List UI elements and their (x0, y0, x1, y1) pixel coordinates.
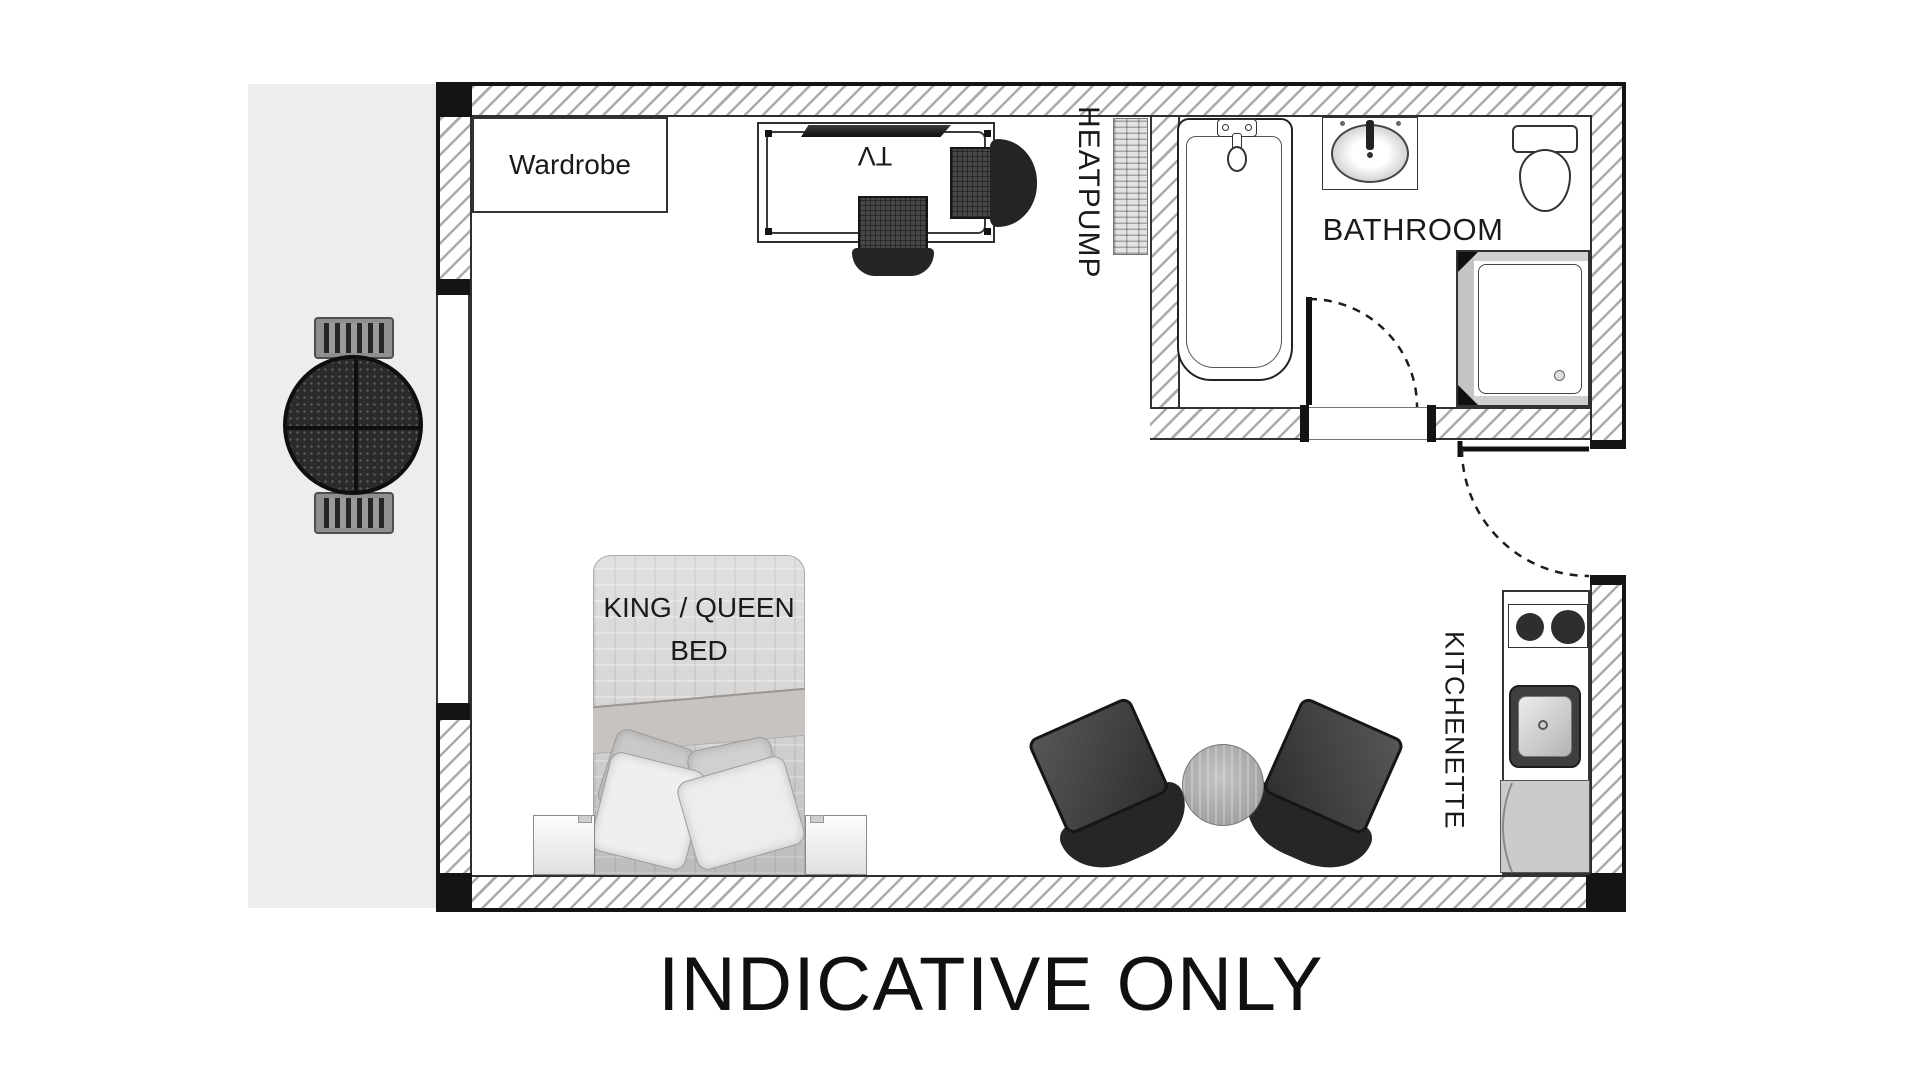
outdoor-table-crossbar-v (354, 359, 358, 491)
sink-screw (1396, 121, 1401, 126)
tv-unit-corner (765, 130, 772, 137)
shower-tray-bottom (1474, 396, 1588, 405)
wall-post-lower (436, 703, 470, 720)
bathroom-door-post-right (1427, 405, 1436, 442)
hob-burner-large (1551, 610, 1585, 644)
bathroom-label-text: BATHROOM (1322, 212, 1504, 247)
disclaimer: INDICATIVE ONLY (436, 938, 1546, 1030)
bed-label: KING / QUEEN BED (593, 586, 805, 672)
desk-chair-back (852, 248, 934, 276)
disclaimer-text: INDICATIVE ONLY (658, 941, 1324, 1027)
desk-armchair (950, 147, 995, 219)
shower (1456, 250, 1590, 407)
tv-unit-corner (984, 130, 991, 137)
corner-bottom-left (436, 873, 472, 910)
shower-tray-left (1458, 252, 1474, 405)
bed-label-line1: KING / QUEEN (603, 592, 795, 623)
bathroom-sink-faucet (1366, 120, 1374, 150)
cabinet-door-curve (1502, 782, 1513, 873)
heatpump-label-text: HEATPUMP (1072, 105, 1105, 279)
kitchenette-label-text: KITCHENETTE (1439, 630, 1470, 830)
entry-door-post-bottom (1590, 575, 1626, 585)
heat-pump-unit (1113, 118, 1148, 255)
entry-door-swing (1460, 448, 1590, 578)
toilet-bowl (1519, 149, 1571, 212)
tv-unit-corner (984, 228, 991, 235)
kitchenette-label: KITCHENETTE (1434, 604, 1474, 856)
bathroom-south-wall-right (1436, 407, 1590, 440)
window (436, 293, 470, 705)
bathtub-faucet-screw (1222, 124, 1229, 131)
bathtub-faucet-knob (1227, 146, 1247, 172)
bathtub-faucet-screw (1245, 124, 1252, 131)
corner-bottom-right (1586, 873, 1624, 910)
kitchen-cabinet (1500, 780, 1590, 873)
shower-floor (1478, 264, 1582, 394)
bathroom-door-post-left (1300, 405, 1309, 442)
wardrobe: Wardrobe (472, 117, 668, 213)
kitchen-sink-drain (1538, 720, 1548, 730)
bedside-table-left (533, 815, 595, 875)
shower-drain (1554, 370, 1565, 381)
outdoor-chair-slats (324, 323, 384, 353)
bathroom-sink-drain (1367, 152, 1373, 158)
bathroom-door-threshold (1309, 407, 1427, 440)
bed-label-line2: BED (670, 635, 728, 666)
wall-post-upper (436, 279, 470, 295)
kitchen-hob (1508, 604, 1588, 648)
outdoor-table (283, 355, 423, 495)
bedside-table-tab (578, 815, 592, 823)
entry-door-opening (1590, 448, 1626, 576)
hob-burner-small (1516, 613, 1544, 641)
bathroom-door-swing (1308, 297, 1419, 408)
bathroom-south-wall-left (1150, 407, 1300, 440)
outdoor-table-crossbar-h (287, 426, 419, 430)
bedside-table-right (805, 815, 867, 875)
shower-tray-top (1474, 252, 1588, 261)
sink-screw (1340, 121, 1345, 126)
king-queen-bed: KING / QUEEN BED (588, 555, 808, 875)
outdoor-chair-slats (324, 498, 384, 528)
heatpump-label: HEATPUMP (1068, 92, 1108, 292)
kitchen-sink (1509, 685, 1581, 768)
bathroom-west-wall (1150, 117, 1180, 440)
bedside-table-tab (810, 815, 824, 823)
desk-chair (858, 196, 928, 253)
corner-top-left (436, 82, 472, 117)
tv-screen (801, 125, 951, 137)
wardrobe-label: Wardrobe (509, 149, 631, 180)
bathroom-label: BATHROOM (1313, 212, 1513, 248)
entry-door-post-top (1590, 440, 1626, 449)
tv-unit-corner (765, 228, 772, 235)
coffee-table (1182, 744, 1264, 826)
